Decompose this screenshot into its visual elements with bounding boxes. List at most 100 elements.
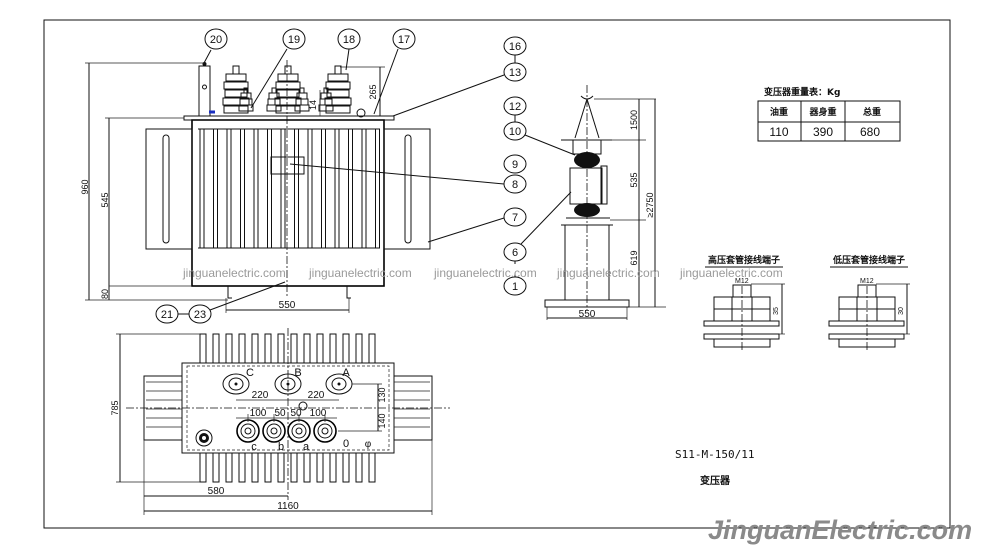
balloon-21 — [155, 304, 179, 324]
nameplate — [270, 156, 305, 175]
svg-text:10: 10 — [509, 126, 521, 138]
value-body-weight: 390 — [813, 125, 833, 139]
dim-tank-height: 545 — [100, 192, 110, 207]
lv-thread: M12 — [860, 278, 874, 285]
bottom-fin — [316, 452, 324, 483]
hv-label-a: A — [342, 367, 350, 379]
svg-text:17: 17 — [398, 34, 410, 46]
radiator-fin — [361, 128, 367, 249]
dim-core: 535 — [629, 172, 639, 187]
radiator-fin — [199, 128, 205, 249]
weight-table: 变压器重量表：Kg 油重 器身重 总重 110 390 680 — [757, 86, 901, 142]
top-fin — [277, 333, 285, 364]
hv-label-b: B — [294, 367, 301, 379]
lv-terminal-detail: 低压套管接线端子 M12 30 — [828, 254, 910, 350]
bottom-fin — [368, 452, 376, 483]
weight-table-caption: 变压器重量表：Kg — [764, 86, 840, 98]
front-view: 960 545 80 550 265 14 — [80, 60, 431, 313]
radiator-fin — [213, 128, 218, 249]
svg-text:12: 12 — [509, 101, 521, 113]
bottom-fin — [264, 452, 272, 483]
dim-small: 14 — [308, 100, 318, 110]
dim-side-tank: 619 — [629, 250, 639, 265]
top-fin — [329, 333, 337, 364]
top-fin — [290, 333, 298, 364]
svg-text:8: 8 — [512, 179, 518, 191]
watermark-3: jinguanelectric.com — [433, 266, 537, 280]
bottom-fin — [238, 452, 246, 483]
header-total-weight: 总重 — [863, 106, 881, 118]
hv-bushing — [274, 65, 302, 114]
top-fin — [368, 333, 376, 364]
dim-lv-2: 50 — [274, 408, 286, 419]
hv-bushings — [222, 65, 352, 114]
dim-base-height: 80 — [100, 289, 110, 299]
breather — [198, 65, 211, 117]
lv-terminal-dim: 30 — [898, 307, 905, 315]
dim-hv-spacing-1: 220 — [252, 390, 269, 401]
lv-label-0: 0 — [343, 438, 349, 450]
balloon-7 — [503, 207, 527, 227]
header-oil-weight: 油重 — [770, 106, 788, 118]
top-fin — [316, 333, 324, 364]
top-fin — [342, 333, 350, 364]
balloon-23 — [188, 304, 212, 324]
dim-lv-1: 100 — [250, 408, 267, 419]
lv-label-c: c — [251, 441, 257, 453]
hv-bushing-top — [222, 373, 250, 395]
svg-text:13: 13 — [509, 67, 521, 79]
drawing-title: 变压器 — [700, 474, 731, 487]
bottom-fin — [251, 452, 259, 483]
radiator-fin — [375, 128, 380, 249]
radiator-fin — [267, 128, 272, 249]
phi-symbol: φ — [365, 439, 372, 450]
bottom-fin — [303, 452, 311, 483]
top-fin — [212, 333, 220, 364]
dim-bushing-height: 265 — [368, 84, 378, 99]
lower-coil — [574, 203, 600, 217]
bottom-fin — [355, 452, 363, 483]
model-number: S11-M-150/11 — [675, 448, 754, 461]
balloon-19 — [282, 28, 306, 50]
dim-lv-3: 50 — [290, 408, 302, 419]
hv-bushing — [324, 65, 352, 114]
balloon-10 — [503, 121, 527, 141]
lifting-sling — [574, 98, 588, 139]
hv-terminal-title: 高压套管接线端子 — [708, 254, 780, 266]
bottom-fin — [199, 452, 207, 483]
hv-bushing-top — [274, 373, 302, 395]
side-view: 1500 535 ≥2750 619 550 — [544, 85, 666, 320]
top-fin — [264, 333, 272, 364]
radiator-fin — [294, 128, 299, 249]
bottom-fin — [225, 452, 233, 483]
part-balloons: 20 19 18 17 16 13 12 10 9 8 7 6 — [155, 28, 576, 324]
dim-side-total: ≥2750 — [645, 193, 655, 218]
svg-text:6: 6 — [512, 247, 518, 259]
svg-text:21: 21 — [161, 309, 173, 321]
hv-label-c: C — [246, 367, 254, 379]
lv-bushings — [238, 87, 334, 112]
lv-label-a: a — [303, 441, 310, 453]
balloon-6 — [503, 242, 527, 262]
dim-hv-spacing-2: 220 — [308, 390, 325, 401]
value-total-weight: 680 — [860, 125, 880, 139]
wheels — [227, 286, 351, 299]
brand-watermark: JinguanElectric.com — [708, 515, 972, 545]
balloon-18 — [337, 28, 361, 50]
svg-text:18: 18 — [343, 34, 355, 46]
top-fin — [251, 333, 259, 364]
svg-text:19: 19 — [288, 34, 300, 46]
balloon-13 — [503, 62, 527, 82]
svg-text:1: 1 — [512, 281, 518, 293]
top-fin — [225, 333, 233, 364]
hv-bushing — [222, 65, 250, 114]
dim-lv-4: 100 — [310, 408, 327, 419]
balloon-1 — [503, 276, 527, 296]
bottom-fin — [290, 452, 298, 483]
top-fin — [303, 333, 311, 364]
dim-total-height: 960 — [80, 179, 90, 194]
hv-thread: M12 — [735, 278, 749, 285]
lv-bushing-top — [287, 419, 311, 443]
radiator-fin — [280, 128, 286, 249]
right-slot — [404, 134, 412, 244]
